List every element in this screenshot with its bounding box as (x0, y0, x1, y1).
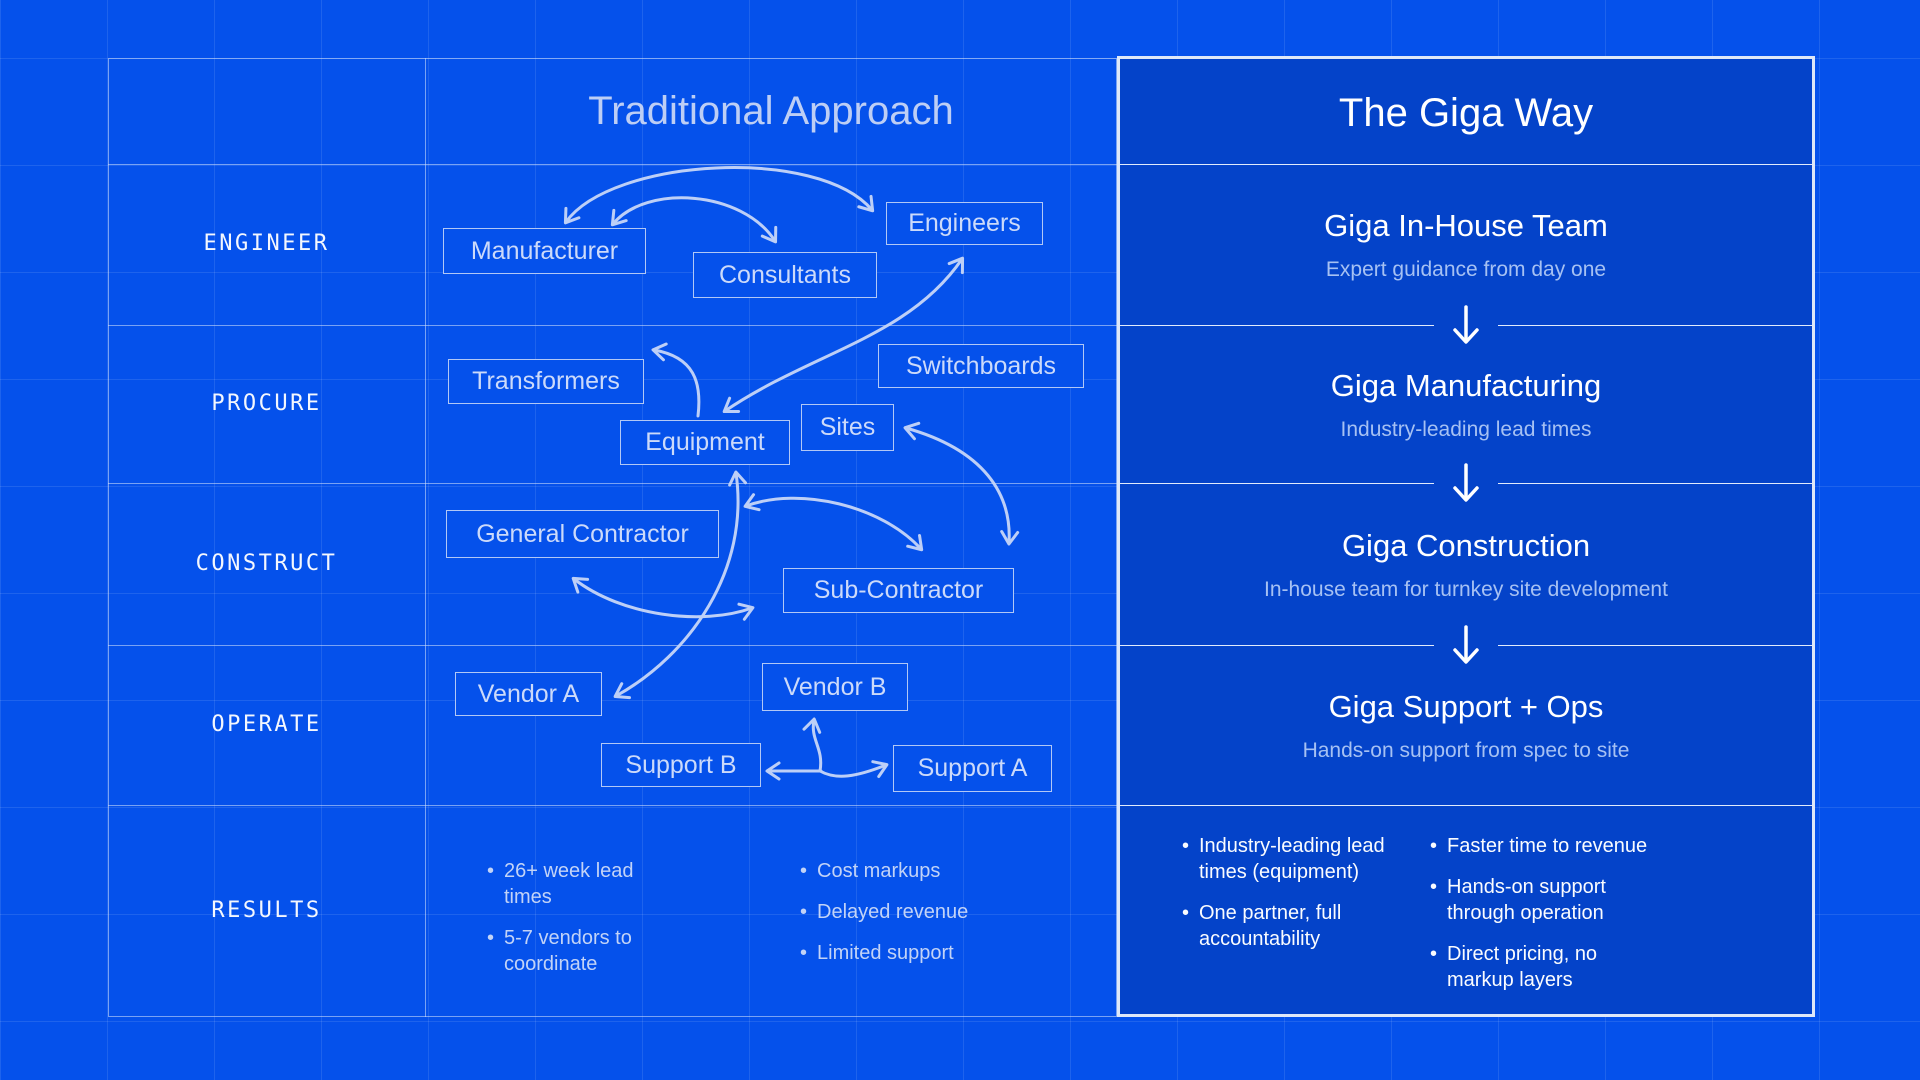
list-item: Limited support (800, 940, 1030, 966)
giga-way-title: The Giga Way (1338, 90, 1594, 135)
row-label-construct: CONSTRUCT (195, 551, 338, 576)
row-label-results: RESULTS (211, 898, 322, 923)
down-arrow-icon (1434, 455, 1498, 511)
list-item: Delayed revenue (800, 899, 1030, 925)
box-engineers: Engineers (886, 202, 1043, 245)
step-title: Giga Support + Ops (1328, 688, 1604, 724)
list-item: 5-7 vendors to coordinate (487, 925, 682, 977)
box-vendor-a: Vendor A (455, 672, 602, 716)
box-sub-contractor: Sub-Contractor (783, 568, 1014, 613)
step-subtitle: Hands-on support from spec to site (1302, 738, 1630, 762)
traditional-results-list-2: Cost markups Delayed revenue Limited sup… (800, 858, 1030, 981)
row-label-engineer: ENGINEER (203, 231, 330, 256)
box-manufacturer: Manufacturer (443, 228, 646, 274)
row-divider (108, 483, 1117, 484)
step-subtitle: Expert guidance from day one (1325, 258, 1607, 281)
giga-step-construct: Giga Construction In-house team for turn… (1120, 483, 1812, 645)
box-vendor-b: Vendor B (762, 663, 908, 711)
step-title: Giga Manufacturing (1330, 367, 1602, 403)
step-subtitle: Industry-leading lead times (1340, 417, 1592, 441)
traditional-results-list-1: 26+ week lead times 5-7 vendors to coord… (487, 858, 682, 992)
row-divider (108, 805, 1117, 806)
box-sites: Sites (801, 404, 894, 451)
label-column-divider (425, 58, 426, 1017)
row-label-procure: PROCURE (211, 391, 322, 416)
row-label-operate: OPERATE (211, 712, 322, 737)
list-item: Cost markups (800, 858, 1030, 884)
row-divider (108, 645, 1117, 646)
box-transformers: Transformers (448, 359, 644, 404)
step-title: Giga In-House Team (1324, 208, 1608, 243)
step-title: Giga Construction (1341, 527, 1591, 563)
box-switchboards: Switchboards (878, 344, 1084, 388)
process-table-frame (108, 58, 1117, 1017)
row-divider (108, 164, 1117, 165)
traditional-approach-title: Traditional Approach (588, 88, 954, 133)
list-item: Direct pricing, no markup layers (1430, 941, 1648, 993)
list-item: One partner, full accountability (1182, 900, 1394, 952)
list-item: Faster time to revenue (1430, 833, 1648, 859)
giga-way-panel: The Giga Way Giga In-House Team Expert g… (1117, 56, 1815, 1017)
giga-step-operate: Giga Support + Ops Hands-on support from… (1120, 645, 1812, 805)
giga-results-list-1: Industry-leading lead times (equipment) … (1182, 833, 1394, 967)
giga-results-section (1120, 805, 1812, 1014)
giga-step-engineer: Giga In-House Team Expert guidance from … (1120, 164, 1812, 325)
list-item: 26+ week lead times (487, 858, 682, 910)
box-support-a: Support A (893, 745, 1052, 792)
row-divider (108, 325, 1117, 326)
box-consultants: Consultants (693, 252, 877, 298)
box-equipment: Equipment (620, 420, 790, 465)
list-item: Hands-on support through operation (1430, 874, 1648, 926)
down-arrow-icon (1434, 617, 1498, 673)
list-item: Industry-leading lead times (equipment) (1182, 833, 1394, 885)
down-arrow-icon (1434, 297, 1498, 353)
step-subtitle: In-house team for turnkey site developme… (1264, 577, 1668, 601)
box-support-b: Support B (601, 743, 761, 787)
giga-results-list-2: Faster time to revenue Hands-on support … (1430, 833, 1648, 1008)
box-general-contractor: General Contractor (446, 510, 719, 558)
